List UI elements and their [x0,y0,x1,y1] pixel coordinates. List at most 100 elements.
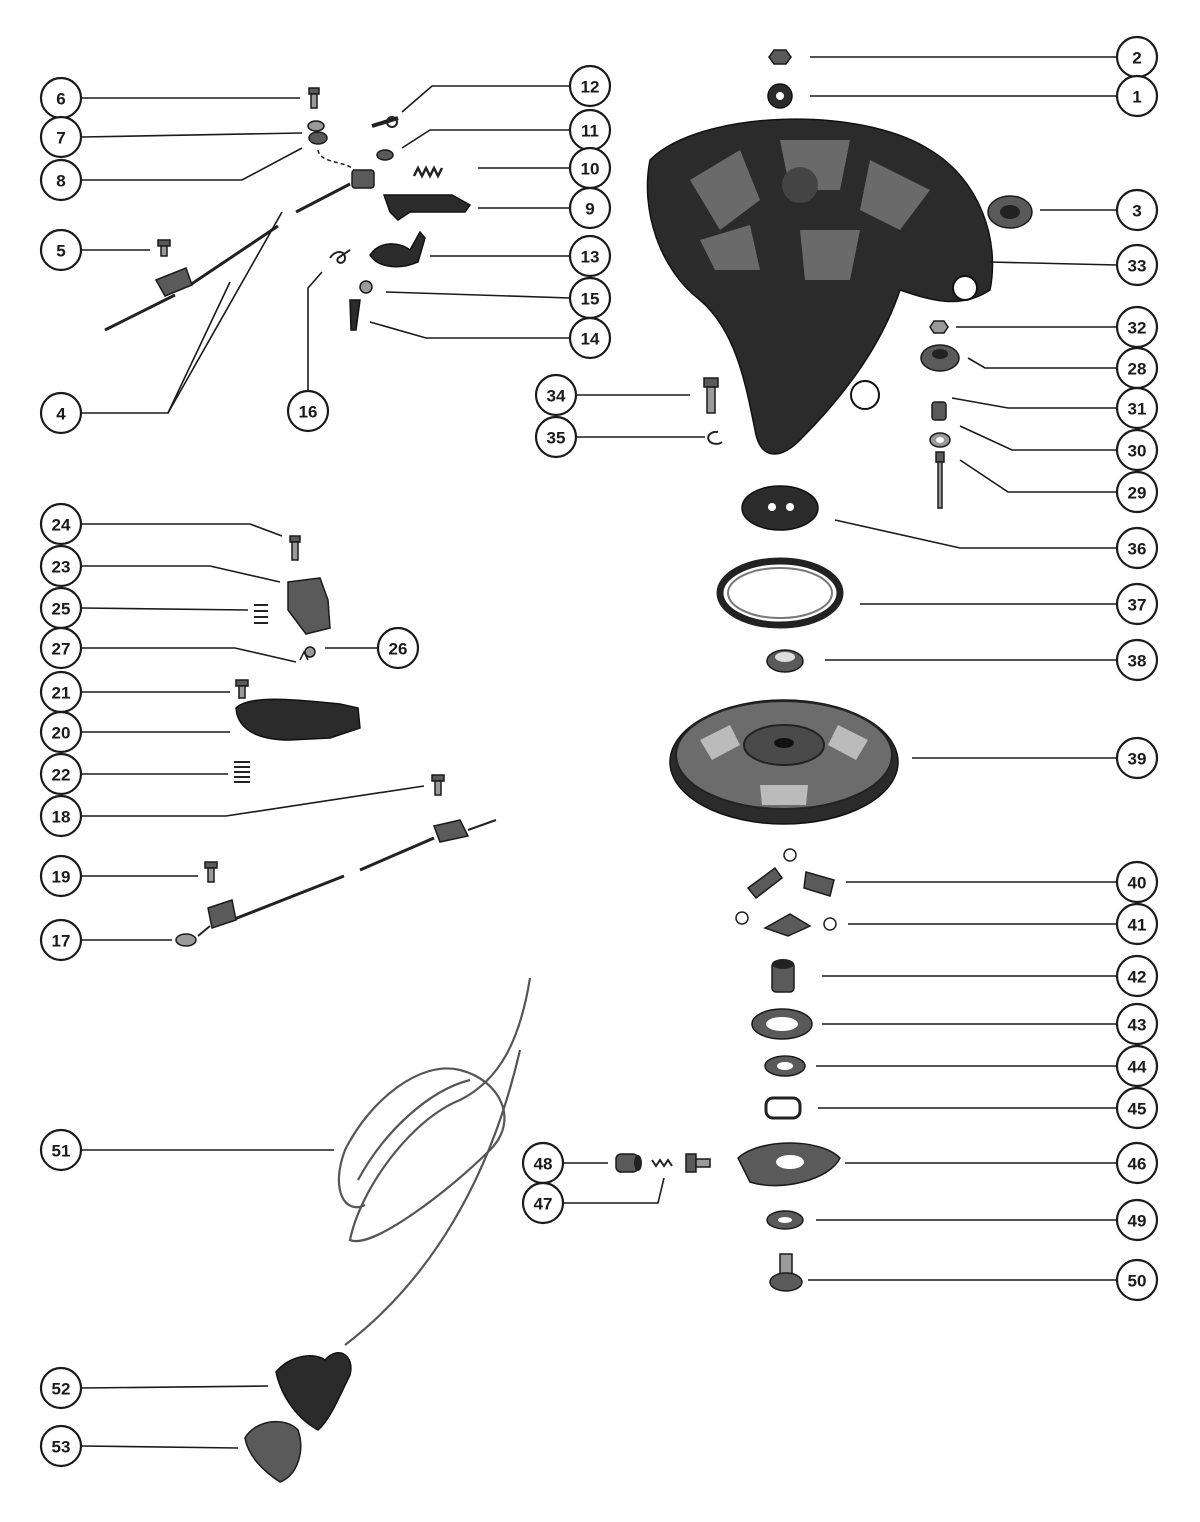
callout-circle [1115,74,1159,118]
part-nut-15 [359,280,373,294]
part-screw-21 [235,679,249,699]
callout-number: 26 [389,640,408,659]
part-cable-17 [175,819,497,947]
callout-number: 2 [1132,49,1141,68]
callout-number: 36 [1128,540,1147,559]
part-pawl-13 [369,230,426,268]
callout-number: 27 [52,640,71,659]
callout-16: 16 [286,389,330,433]
callout-number: 38 [1128,652,1147,671]
callout-circle [39,502,83,546]
callout-number: 48 [534,1155,553,1174]
callout-circle [534,373,578,417]
callout-30: 30 [1115,428,1159,472]
part-spring-10 [412,165,444,179]
callout-number: 29 [1128,484,1147,503]
callout-circle [1115,638,1159,682]
callout-number: 6 [56,90,65,109]
callout-circle [1115,902,1159,946]
part-bushing-48 [615,1153,642,1173]
part-starter-housing-33 [646,118,994,455]
part-pin-27 [299,650,309,661]
callout-number: 7 [56,129,65,148]
callout-41: 41 [1115,902,1159,946]
part-link-rod-4 [104,169,375,332]
callout-38: 38 [1115,638,1159,682]
callout-26: 26 [376,626,420,670]
callout-10: 10 [568,146,612,190]
callout-circle [286,389,330,433]
callout-number: 22 [52,766,71,785]
callout-circle [534,415,578,459]
callout-11: 11 [568,108,612,152]
callout-circle [1115,582,1159,626]
callout-circle [39,544,83,588]
callout-24: 24 [39,502,83,546]
callout-3: 3 [1115,188,1159,232]
callout-7: 7 [39,115,83,159]
callout-circle [39,391,83,435]
part-washer-30 [929,432,951,448]
part-spring-16 [329,249,351,264]
callout-32: 32 [1115,305,1159,349]
callout-number: 45 [1128,1100,1147,1119]
part-bushing-42 [771,959,795,993]
part-screw-19 [204,861,218,883]
parts-illustrations [104,49,1033,1483]
callout-40: 40 [1115,860,1159,904]
callout-number: 17 [52,932,71,951]
callout-52: 52 [39,1366,83,1410]
part-grommet-3 [987,195,1033,229]
callout-44: 44 [1115,1044,1159,1088]
part-bushing-28 [920,344,960,372]
callout-number: 41 [1128,916,1147,935]
callout-25: 25 [39,586,83,630]
part-clip-12 [371,116,399,128]
callout-circle [39,854,83,898]
part-screw-14 [349,299,361,331]
callout-number: 32 [1128,319,1147,338]
part-pulley-39 [669,699,899,825]
callout-circle [568,64,612,108]
callout-number: 19 [52,868,71,887]
callout-number: 1 [1132,88,1141,107]
part-spring-47 [651,1158,673,1168]
part-screw-5 [157,239,171,257]
callout-circle [1115,1044,1159,1088]
callout-36: 36 [1115,526,1159,570]
part-screw-6 [308,87,320,109]
callout-number: 31 [1128,400,1147,419]
callout-13: 13 [568,234,612,278]
callout-37: 37 [1115,582,1159,626]
callout-19: 19 [39,854,83,898]
callout-circle [1115,736,1159,780]
callout-circle [39,1128,83,1172]
callout-labels: 2133332283130293637383940414243444546495… [39,35,1159,1468]
callout-2: 2 [1115,35,1159,79]
callout-39: 39 [1115,736,1159,780]
part-spring-22 [234,761,250,783]
part-plate-36 [741,485,819,531]
part-screw-29 [935,451,945,509]
callout-14: 14 [568,316,612,360]
callout-42: 42 [1115,954,1159,998]
callout-circle [568,234,612,278]
part-washer-43 [751,1008,813,1040]
callout-circle [1115,470,1159,514]
callout-20: 20 [39,710,83,754]
callout-1: 1 [1115,74,1159,118]
callout-number: 14 [581,330,600,349]
callout-number: 23 [52,558,71,577]
part-pawls-40 [746,866,835,937]
callout-number: 52 [52,1380,71,1399]
part-wave-washer-45 [764,1096,802,1120]
part-handle-insert-53 [244,1420,302,1483]
part-screw-18 [431,774,445,796]
callout-number: 13 [581,248,600,267]
callout-circle [1115,188,1159,232]
callout-circle [39,1424,83,1468]
callout-35: 35 [534,415,578,459]
callout-number: 46 [1128,1155,1147,1174]
callout-27: 27 [39,626,83,670]
callout-49: 49 [1115,1198,1159,1242]
